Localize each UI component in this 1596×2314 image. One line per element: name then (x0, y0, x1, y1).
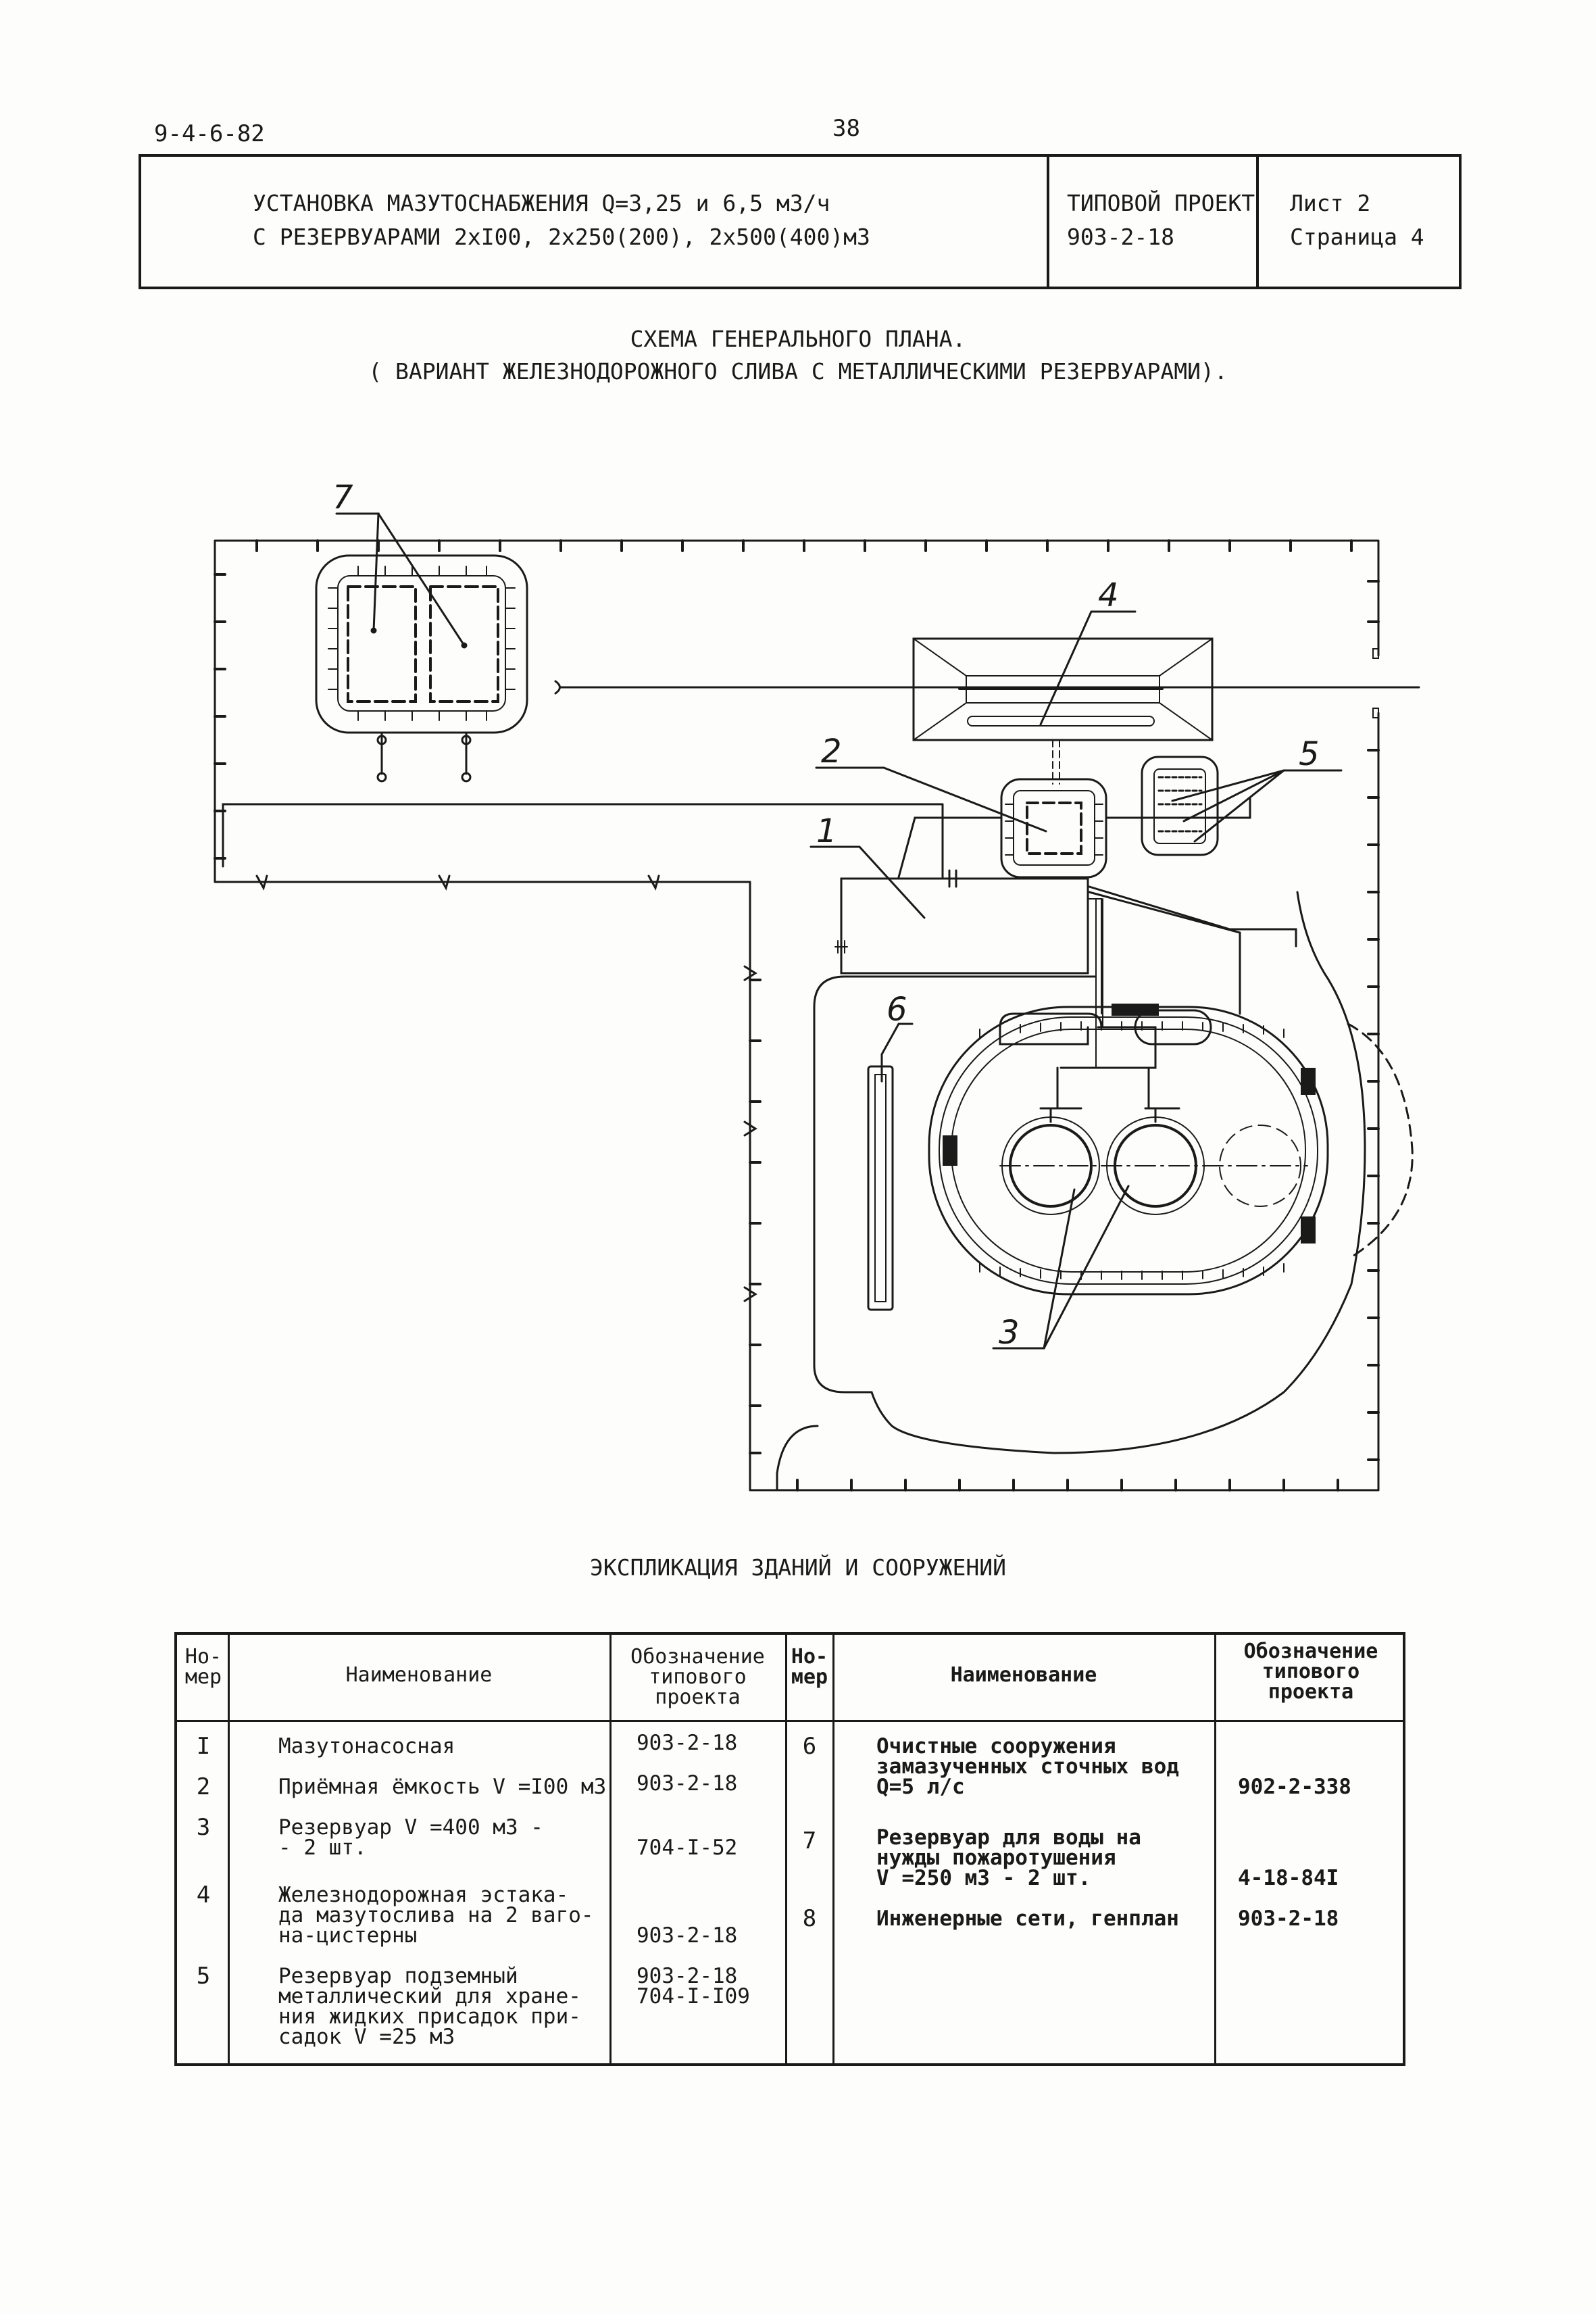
callout-5: 5 (1299, 735, 1320, 773)
site-road (813, 891, 1366, 1454)
row-name: Приёмная ёмкость V =I00 м3 (278, 1775, 607, 1799)
header-name: Наименование (345, 1663, 493, 1687)
row-project: 903-2-18 704-I-I09 (637, 1964, 750, 2009)
row-name: Мазутонасосная (278, 1734, 455, 1758)
boundary-break (743, 965, 757, 1302)
row-name: Очистные сооружения замазученных сточных… (876, 1734, 1179, 1799)
row-number: 2 (196, 1773, 211, 1800)
tank-bund-wall (928, 1006, 1329, 1296)
row-name: Железнодорожная эстака- да мазутослива н… (278, 1883, 594, 1948)
pump-house (840, 877, 1089, 975)
project-label: ТИПОВОЙ ПРОЕКТ (1067, 190, 1255, 216)
boundary-ticks (214, 539, 1380, 1492)
row-project: 903-2-18 (1238, 1906, 1339, 1931)
row-name: Инженерные сети, генплан (876, 1906, 1179, 1931)
callout-leader-2 (815, 766, 1047, 833)
row-project: 903-2-18 (637, 1923, 738, 1948)
legend-title: ЭКСПЛИКАЦИЯ ЗДАНИЙ И СООРУЖЕНИЙ (590, 1554, 1006, 1581)
rail-end-marker (1372, 708, 1379, 718)
page-label: Страница 4 (1290, 224, 1424, 250)
drawing-title: СХЕМА ГЕНЕРАЛЬНОГО ПЛАНА. (630, 326, 966, 352)
row-number: 3 (196, 1814, 211, 1841)
callout-leader-7 (335, 512, 466, 647)
header-number-right: Но- мер (791, 1645, 828, 1689)
row-number: 6 (802, 1733, 817, 1760)
row-project: 4-18-84I (1238, 1866, 1339, 1890)
row-project: 903-2-18 (637, 1771, 738, 1796)
document-code: 9-4-6-82 (154, 120, 265, 147)
railway-trestle (912, 637, 1214, 741)
callout-leader-3 (992, 1185, 1130, 1350)
title-line-1: УСТАНОВКА МАЗУТОСНАБЖЕНИЯ Q=3,25 и 6,5 м… (253, 190, 830, 216)
site-plan-drawing: 7 4 2 5 1 3 (214, 478, 1420, 1492)
callout-leader-5 (1171, 769, 1343, 843)
header-project-right: Обозначение типового проекта (1243, 1640, 1378, 1704)
treatment-facility (867, 1065, 894, 1311)
boundary-break (255, 875, 660, 891)
fire-water-tank (347, 585, 417, 703)
site-boundary (214, 539, 1380, 1492)
callout-4: 4 (1098, 576, 1119, 614)
callout-2: 2 (821, 733, 842, 770)
drawing-subtitle: ( ВАРИАНТ ЖЕЛЕЗНОДОРОЖНОГО СЛИВА С МЕТАЛ… (368, 358, 1228, 385)
callout-leader-1 (809, 845, 926, 919)
title-divider (1256, 157, 1259, 287)
legend-table: Но- мер Наименование Обозначение типовог… (174, 1632, 1405, 2066)
sheet-number: Лист 2 (1290, 190, 1371, 216)
fire-water-tank (429, 585, 499, 703)
row-project: 902-2-338 (1238, 1775, 1351, 1799)
row-number: I (196, 1733, 211, 1760)
callout-1: 1 (816, 812, 837, 850)
title-line-2: С РЕЗЕРВУАРАМИ 2хI00, 2х250(200), 2х500(… (253, 224, 870, 250)
title-block: УСТАНОВКА МАЗУТОСНАБЖЕНИЯ Q=3,25 и 6,5 м… (139, 154, 1462, 289)
receiving-tank (1026, 802, 1082, 855)
receiving-tank-embankment (1000, 778, 1107, 879)
row-name: Резервуар для воды на нужды пожаротушени… (876, 1825, 1141, 1890)
callout-7: 7 (332, 478, 353, 516)
row-project: 903-2-18 (637, 1731, 738, 1755)
row-project: 704-I-52 (637, 1836, 738, 1860)
row-name: Резервуар V =400 м3 - - 2 шт. (278, 1815, 543, 1860)
row-name: Резервуар подземный металлический для хр… (278, 1964, 581, 2049)
fire-water-reservoir-embankment (315, 554, 528, 734)
callout-leader-4 (1039, 610, 1137, 726)
callout-6: 6 (887, 991, 907, 1029)
rail-end-marker (1372, 648, 1379, 659)
callout-3: 3 (999, 1314, 1020, 1352)
row-number: 7 (802, 1827, 817, 1854)
page-number: 38 (832, 115, 860, 142)
row-number: 5 (196, 1963, 211, 1990)
header-number: Но- мер (184, 1645, 222, 1689)
row-number: 4 (196, 1881, 211, 1909)
title-divider (1047, 157, 1049, 287)
header-name-right: Наименование (950, 1663, 1097, 1687)
header-project: Обозначение типового проекта (630, 1645, 765, 1709)
additive-tank-enclosure (1141, 756, 1219, 856)
row-number: 8 (802, 1905, 817, 1932)
project-number: 903-2-18 (1067, 224, 1174, 250)
